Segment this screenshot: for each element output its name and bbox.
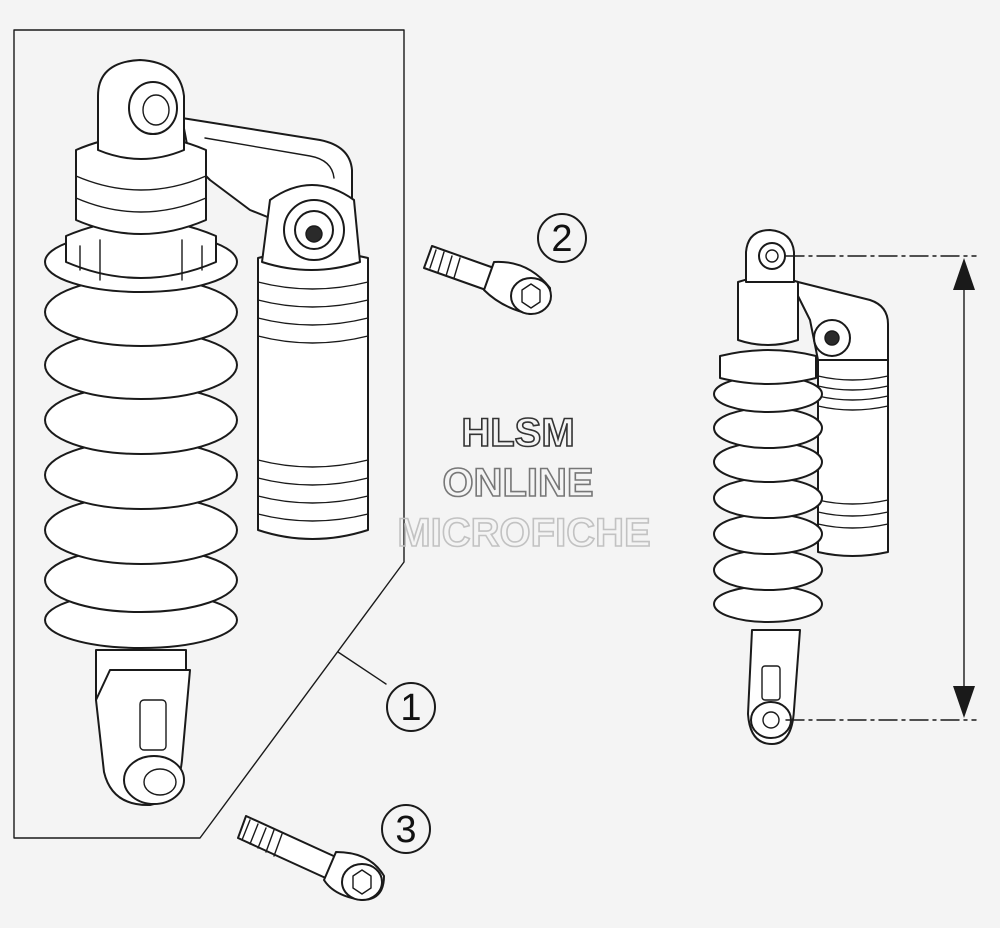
lower-mounting-screw	[237, 815, 385, 901]
assembly-frame	[13, 29, 405, 839]
shock-absorber-dimension-view	[713, 229, 889, 745]
callout-1: 1	[386, 682, 436, 732]
callout-3: 3	[381, 804, 431, 854]
watermark-line-3: MICROFICHE	[397, 511, 650, 555]
upper-mounting-screw	[423, 245, 552, 315]
reservoir-body	[257, 250, 369, 540]
callout-3-number: 3	[395, 809, 416, 851]
callout-2-number: 2	[551, 218, 572, 260]
callout-2: 2	[537, 213, 587, 263]
shock-absorber-large	[44, 59, 369, 807]
length-dimension	[785, 255, 977, 721]
callout-1-leader	[337, 651, 387, 685]
callout-1-number: 1	[400, 687, 421, 729]
watermark-line-1: HLSM	[461, 411, 574, 455]
watermark-line-2: ONLINE	[442, 461, 593, 505]
coil-spring	[44, 231, 238, 649]
watermark: HLSM ONLINE MICROFICHE	[397, 410, 652, 556]
